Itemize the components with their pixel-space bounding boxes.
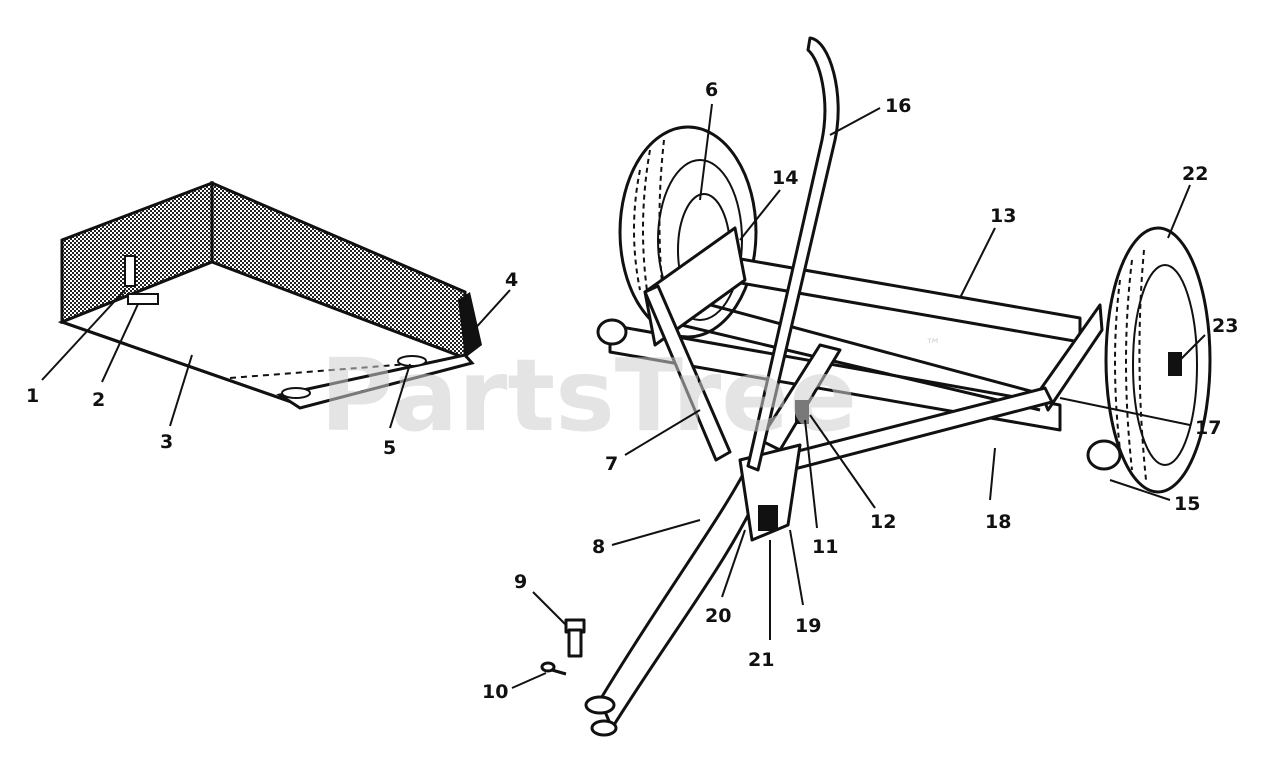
callout-5: 5 [383,437,396,459]
trailer-chassis [584,36,1212,737]
floor-hole-right [397,355,427,367]
callout-4: 4 [505,269,518,291]
callout-23: 23 [1212,315,1238,337]
callout-13: 13 [990,205,1016,227]
callout-7: 7 [605,453,618,475]
wheel-right [1104,226,1212,494]
callout-3: 3 [160,431,173,453]
tongue-brace [643,284,732,462]
clip-bracket [124,255,136,287]
callout-15: 15 [1174,493,1200,515]
callout-21: 21 [748,649,774,671]
callout-2: 2 [92,389,105,411]
hitch-pin [564,618,586,658]
callout-12: 12 [870,511,896,533]
callout-8: 8 [592,536,605,558]
callout-11: 11 [812,536,838,558]
callout-10: 10 [482,681,508,703]
callout-17: 17 [1195,417,1221,439]
handle [746,36,840,472]
cross-member [758,343,842,452]
hairpin-clip [540,661,567,676]
watermark: PartsTree [320,337,857,454]
leader-lines [41,103,1206,689]
corner-bracket [458,292,482,358]
callout-14: 14 [772,167,798,189]
trademark-symbol: ™ [925,335,941,354]
callout-20: 20 [705,605,731,627]
hitch-block [758,505,778,531]
box-front-rail [276,353,475,410]
floor-hole-front [281,387,311,399]
callout-16: 16 [885,95,911,117]
callout-22: 22 [1182,163,1208,185]
callout-9: 9 [514,571,527,593]
callout-labels: 1 2 3 4 5 6 7 8 9 10 11 12 13 14 15 16 1… [26,79,1238,703]
callout-1: 1 [26,385,39,407]
callout-19: 19 [795,615,821,637]
callout-6: 6 [705,79,718,101]
callout-18: 18 [985,511,1011,533]
retainer-plate [127,293,159,305]
cart-box [57,180,482,410]
tongue [598,463,767,730]
